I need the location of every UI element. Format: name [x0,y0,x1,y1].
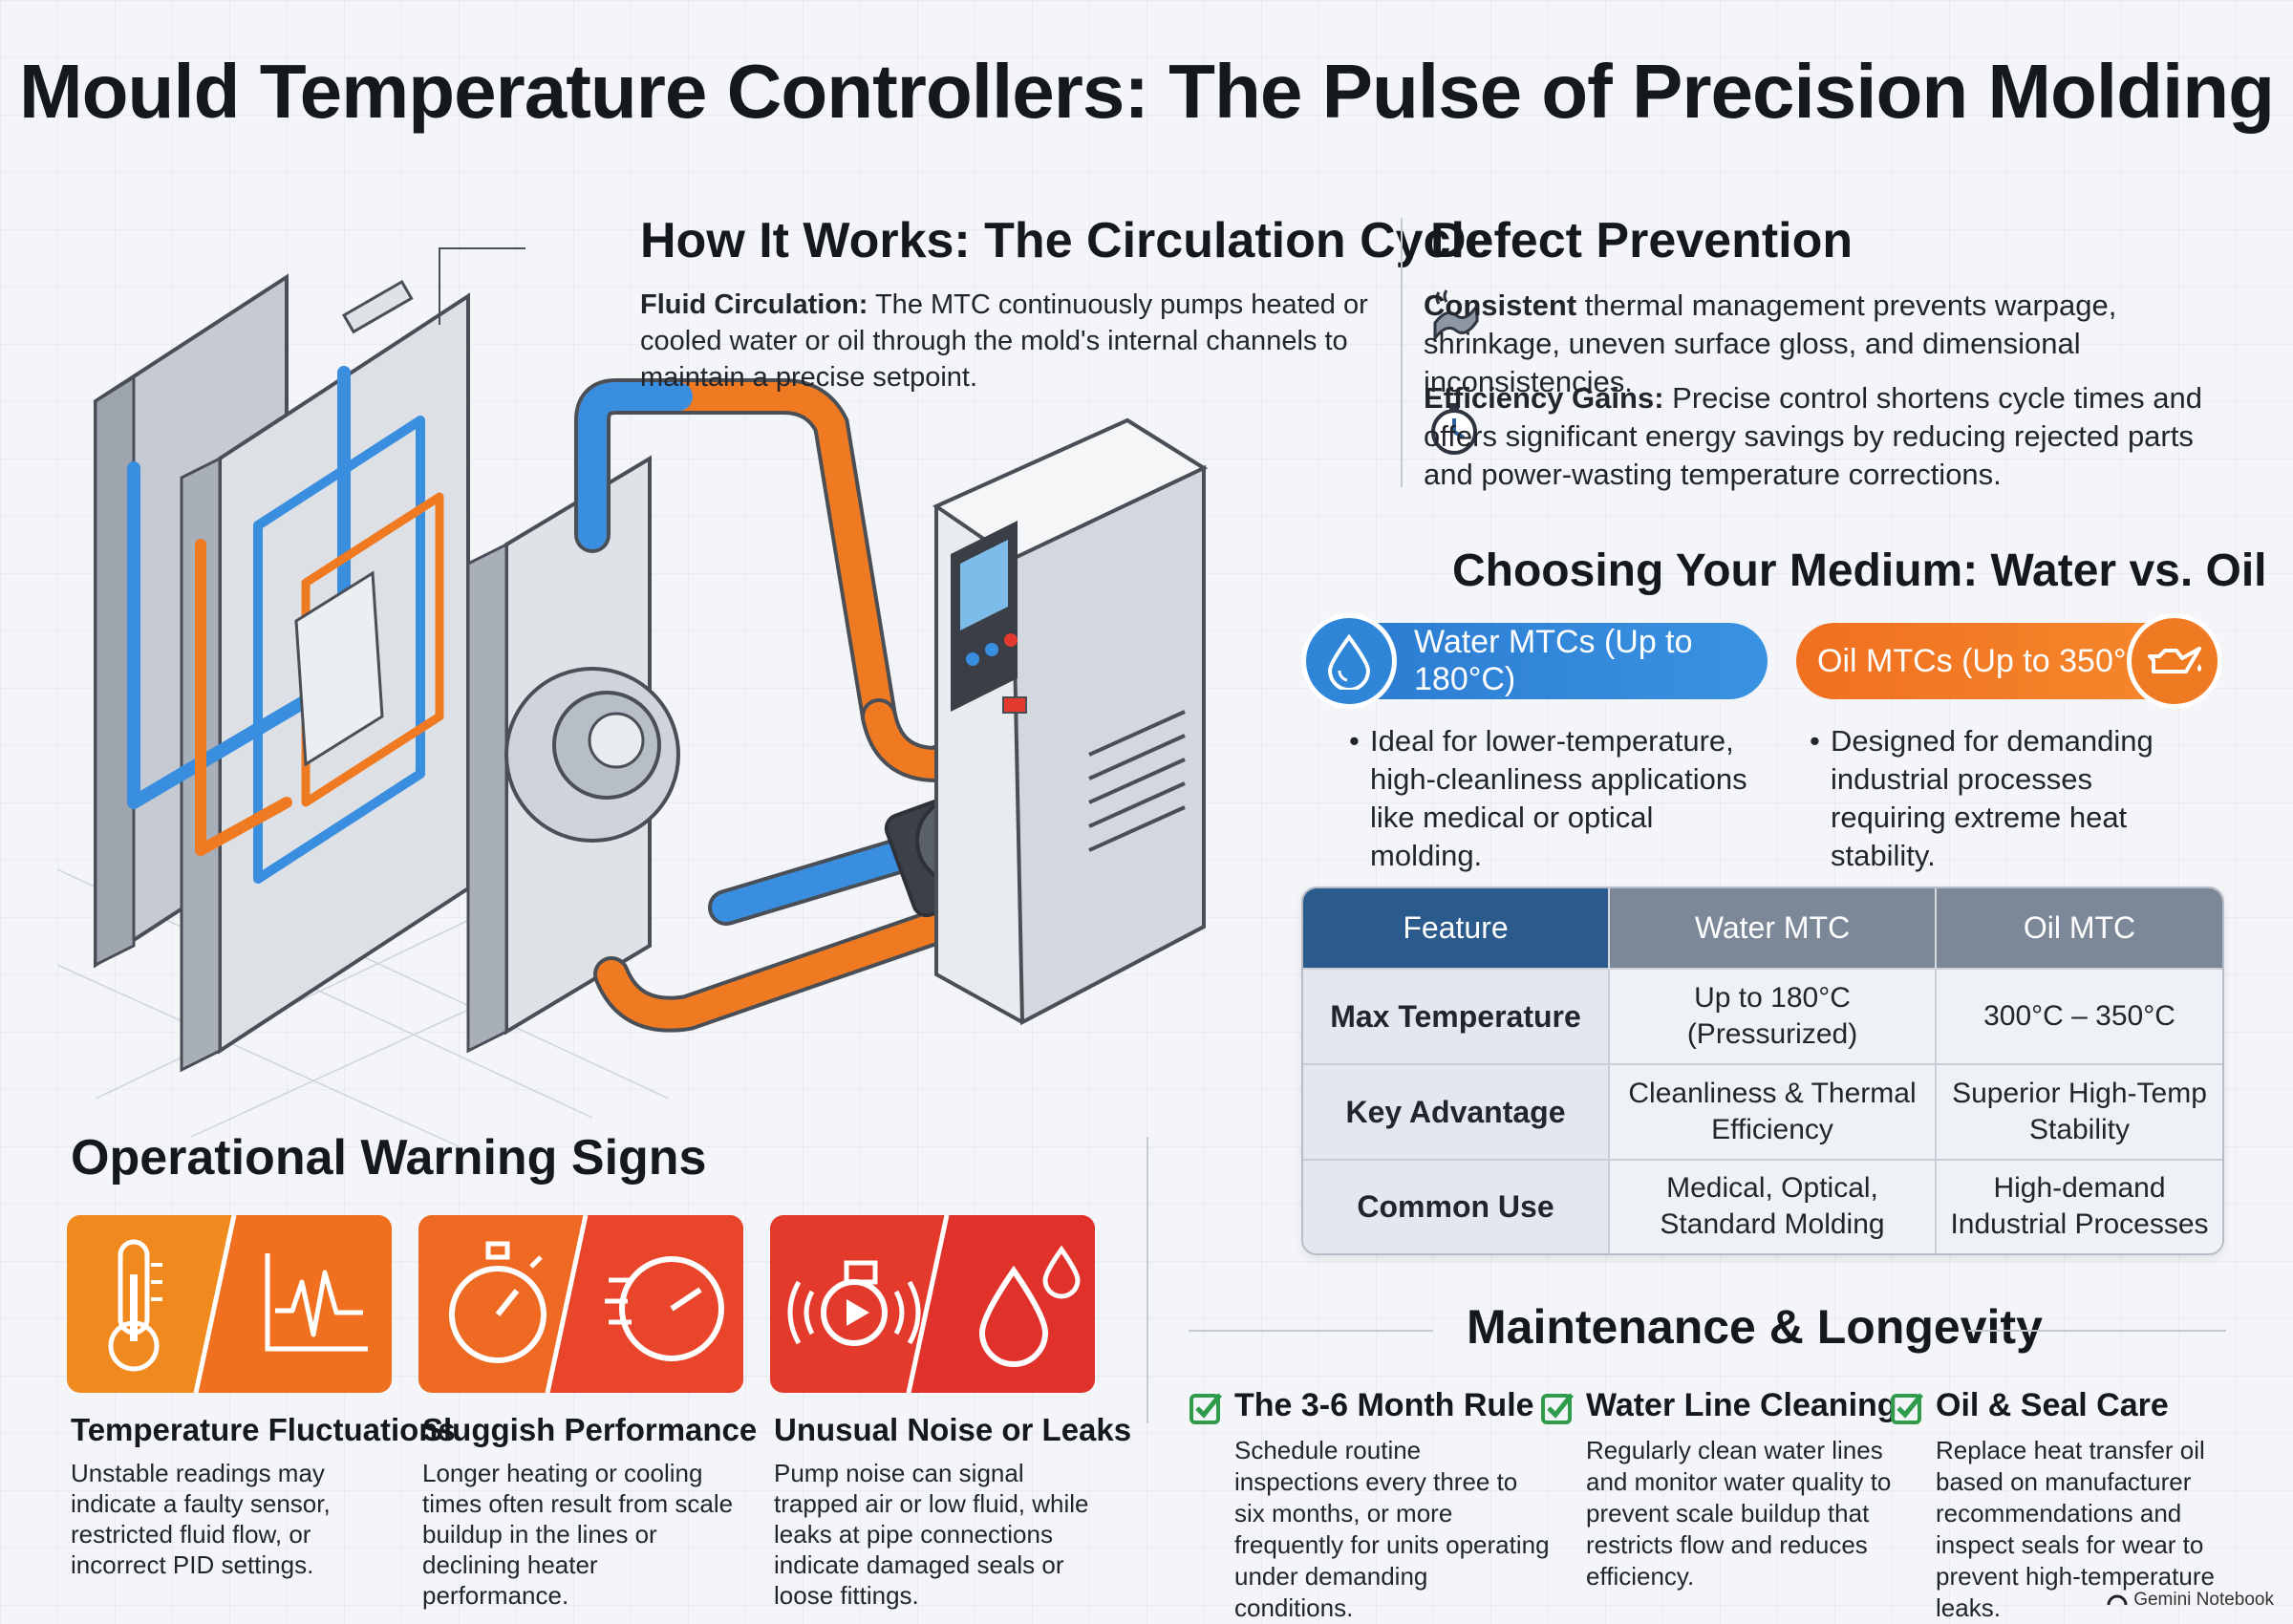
warning-title-sluggish: Sluggish Performance [422,1412,758,1447]
oil-bullet-text: Designed for demanding industrial proces… [1831,724,2154,872]
footer-text: Gemini Notebook [2133,1590,2274,1610]
leak-drops-icon [978,1245,1081,1367]
stopwatch-icon [1431,403,1477,455]
section-divider [1401,218,1403,487]
oil-bullet-dot: • [1810,724,1820,758]
warning-desc-sluggish: Longer heating or cooling times often re… [422,1459,734,1610]
medium-heading: Choosing Your Medium: Water vs. Oil [1452,545,2267,596]
maintenance-desc-rule: Schedule routine inspections every three… [1234,1436,1550,1622]
pump-noise-icon [787,1260,921,1346]
warning-desc-temperature: Unstable readings may indicate a faulty … [71,1459,331,1579]
fluid-circulation-label: Fluid Circulation: [640,289,868,320]
maintenance-rule-left [1189,1330,1433,1332]
table-cell: Common Use [1303,1158,1610,1253]
page-title: Mould Temperature Controllers: The Pulse… [19,49,2275,134]
water-drop-icon [1301,613,1397,709]
maintenance-desc-water: Regularly clean water lines and monitor … [1586,1436,1892,1591]
maintenance-desc-oil: Replace heat transfer oil based on manuf… [1936,1436,2215,1622]
maintenance-title-oil: Oil & Seal Care [1936,1387,2169,1423]
water-bullet-dot: • [1349,724,1360,758]
table-row: Max Temperature Up to 180°C (Pressurized… [1303,968,2222,1064]
warning-heading: Operational Warning Signs [71,1130,707,1186]
warning-card-sluggish [418,1215,743,1393]
oil-mtc-label: Oil MTCs (Up to 350°C) [1817,642,2161,679]
stopwatch-icon [449,1241,546,1363]
section-divider [1146,1137,1148,1423]
fluid-circulation-text: The MTC continuously pumps heated or coo… [640,289,1368,393]
table-header-water: Water MTC [1609,888,1937,969]
oil-can-icon [2127,613,2222,709]
water-mtc-label: Water MTCs (Up to 180°C) [1414,624,1693,697]
defect-item-consistent: Consistent thermal management prevents w… [1424,287,2236,401]
check-icon [1189,1393,1222,1424]
fluctuation-chart-icon [265,1253,368,1352]
table-row: Key Advantage Cleanliness & Thermal Effi… [1303,1062,2222,1160]
table-cell: Superior High-Temp Stability [1936,1062,2222,1160]
warning-title-noise: Unusual Noise or Leaks [774,1412,1132,1447]
check-icon [1891,1393,1923,1424]
table-row: Common Use Medical, Optical, Standard Mo… [1303,1158,2222,1253]
check-icon [1541,1393,1574,1424]
table-cell: Medical, Optical, Standard Molding [1609,1158,1937,1253]
warning-desc-noise: Pump noise can signal trapped air or low… [774,1459,1089,1610]
table-cell: High-demand Industrial Processes [1936,1158,2222,1253]
defect-prevention-heading: Defect Prevention [1430,213,1854,268]
comparison-table: Feature Water MTC Oil MTC Max Temperatur… [1301,887,2224,1255]
warp-icon [1433,289,1479,343]
footer-brand: Gemini Notebook [2107,1590,2274,1611]
how-it-works-heading: How It Works: The Circulation Cycle [640,213,1492,268]
thermometer-icon [108,1239,162,1372]
maintenance-title-water: Water Line Cleaning [1586,1387,1897,1423]
warning-card-noise [770,1215,1095,1393]
maintenance-heading: Maintenance & Longevity [1467,1300,2043,1354]
warning-title-temperature: Temperature Fluctuations [71,1412,456,1447]
mold-and-controller-illustration [57,247,1209,1147]
defect-label-efficiency: Efficiency Gains: [1424,381,1664,415]
maintenance-rule-right [1968,1330,2226,1332]
table-cell: Key Advantage [1303,1062,1610,1160]
table-cell: Max Temperature [1303,968,1610,1064]
mtc-unit [932,417,1209,1026]
notebook-logo-icon [2107,1594,2128,1606]
defect-label-consistent: Consistent [1424,288,1577,322]
water-bullet-text: Ideal for lower-temperature, high-cleanl… [1370,724,1747,872]
how-it-works-text: Fluid Circulation: The MTC continuously … [640,287,1385,395]
table-header-row: Feature Water MTC Oil MTC [1303,888,2222,969]
defect-item-efficiency: Efficiency Gains: Precise control shorte… [1424,379,2236,494]
warning-card-temperature [67,1215,392,1393]
warning-card-art [418,1215,743,1393]
defect-text-efficiency: Precise control shortens cycle times and… [1424,381,2202,491]
table-header-feature: Feature [1303,888,1610,969]
table-cell: Up to 180°C (Pressurized) [1609,968,1937,1064]
speedometer-icon [605,1256,724,1361]
defect-text-consistent: thermal management prevents warpage, shr… [1424,288,2117,398]
table-cell: Cleanliness & Thermal Efficiency [1609,1062,1937,1160]
maintenance-title-rule: The 3-6 Month Rule [1234,1387,1534,1423]
table-header-oil: Oil MTC [1936,888,2222,969]
table-cell: 300°C – 350°C [1936,968,2222,1064]
